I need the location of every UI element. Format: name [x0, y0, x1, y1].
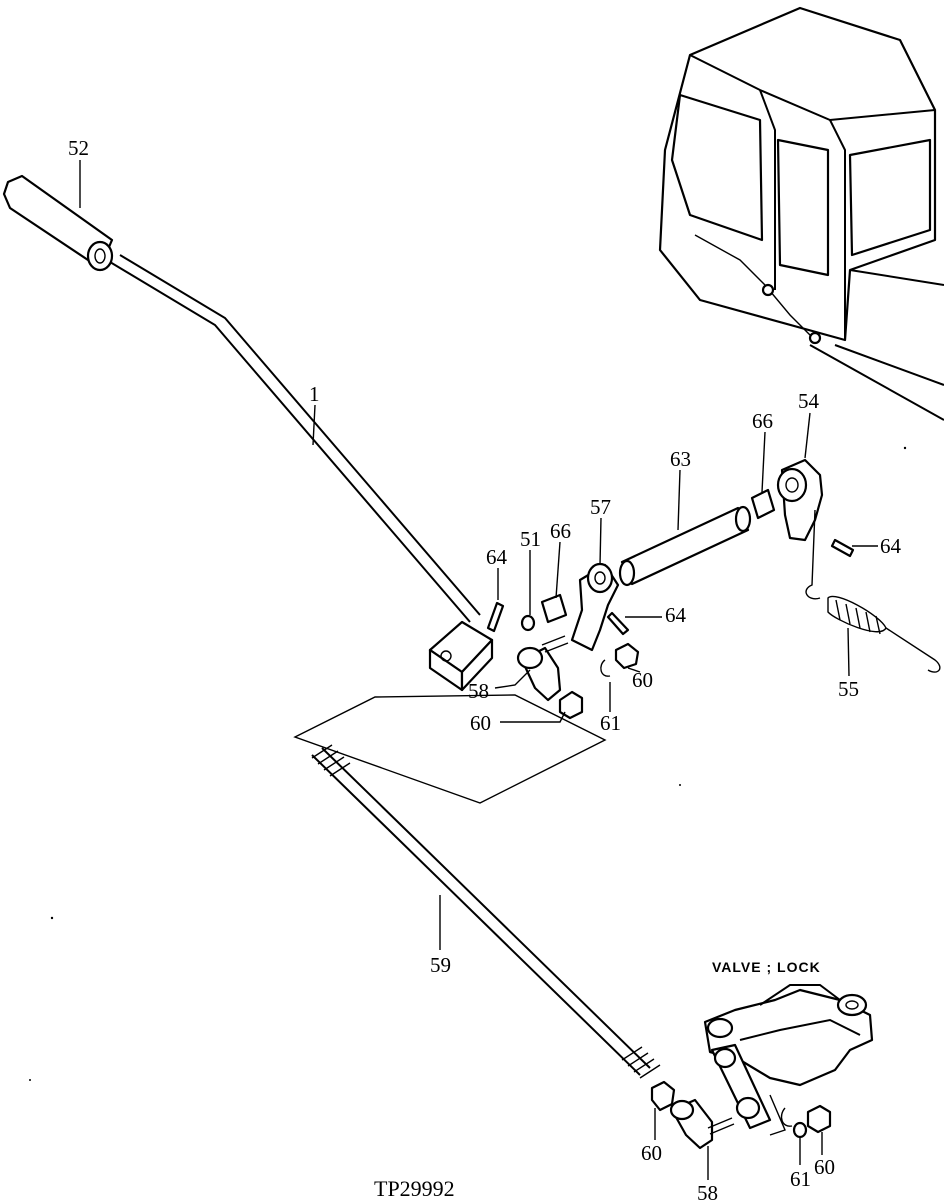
callout-1: 1 — [309, 382, 320, 406]
callout-61: 61 — [600, 711, 621, 735]
ball-joint-part-58 — [516, 635, 569, 702]
callout-64: 64 — [665, 603, 687, 627]
callout-59: 59 — [430, 953, 451, 977]
callout-60: 60 — [814, 1155, 835, 1179]
callout-64: 64 — [880, 534, 902, 558]
callout-61: 61 — [790, 1167, 811, 1191]
washer-part-51 — [520, 614, 536, 632]
grip-part-52 — [2, 174, 114, 272]
callout-58: 58 — [697, 1181, 718, 1204]
valve-caption: VALVE ; LOCK — [712, 959, 821, 975]
callout-55: 55 — [838, 677, 859, 701]
callout-51: 51 — [520, 527, 541, 551]
lever-part-1 — [109, 254, 494, 692]
callout-66: 66 — [550, 519, 571, 543]
lower-hardware — [650, 1080, 832, 1150]
callout-57: 57 — [590, 495, 611, 519]
callout-60: 60 — [641, 1141, 662, 1165]
scan-specks — [29, 446, 907, 1081]
callout-64: 64 — [486, 545, 508, 569]
callout-58: 58 — [468, 679, 489, 703]
bushing-part-66 — [540, 488, 776, 624]
spring-part-55 — [805, 509, 941, 673]
shaft-part-63 — [618, 505, 752, 587]
callout-54: 54 — [798, 389, 820, 413]
callout-52: 52 — [68, 136, 89, 160]
cab-illustration — [658, 6, 944, 421]
callout-63: 63 — [670, 447, 691, 471]
rod-part-59 — [311, 744, 661, 1079]
callout-60: 60 — [632, 668, 653, 692]
clip-part-61 — [600, 659, 611, 677]
arm-part-57 — [570, 562, 620, 652]
nut-part-60 — [558, 642, 640, 720]
figure-code: TP29992 — [374, 1176, 455, 1201]
callout-labels: 52 1 64 51 66 57 63 66 54 64 64 55 58 60… — [68, 136, 902, 1204]
detail-outline — [293, 694, 607, 804]
leader-lines — [79, 160, 878, 1180]
pin-part-64 — [486, 538, 855, 636]
arm-part-54 — [776, 458, 824, 542]
callout-66: 66 — [752, 409, 773, 433]
callout-60: 60 — [470, 711, 491, 735]
lock-valve-illustration — [703, 984, 874, 1136]
